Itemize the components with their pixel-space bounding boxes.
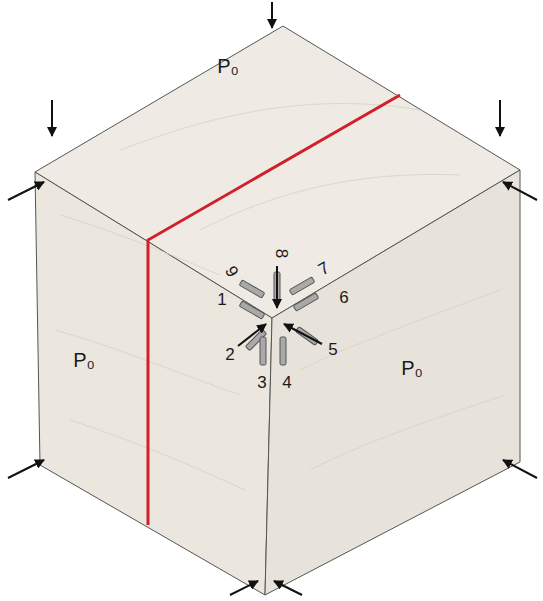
- gauge-number: 2: [225, 346, 234, 363]
- gauge-number: 3: [257, 374, 266, 391]
- load-label: P₀: [401, 358, 423, 378]
- load-label: P₀: [73, 350, 95, 370]
- gauge-number: 4: [282, 374, 291, 391]
- stone-texture: [55, 104, 505, 490]
- gauge-number: 6: [339, 289, 348, 306]
- gauge-number: 5: [328, 341, 337, 358]
- red-marker-line: [148, 95, 400, 525]
- pointer-arrows: [238, 266, 322, 346]
- gauge-number: 8: [274, 248, 291, 257]
- load-arrows: [8, 2, 537, 595]
- right-face: [265, 170, 520, 595]
- load-label: P₀: [217, 56, 239, 76]
- gauge-number: 1: [217, 291, 226, 308]
- strain-gauges: [239, 272, 319, 365]
